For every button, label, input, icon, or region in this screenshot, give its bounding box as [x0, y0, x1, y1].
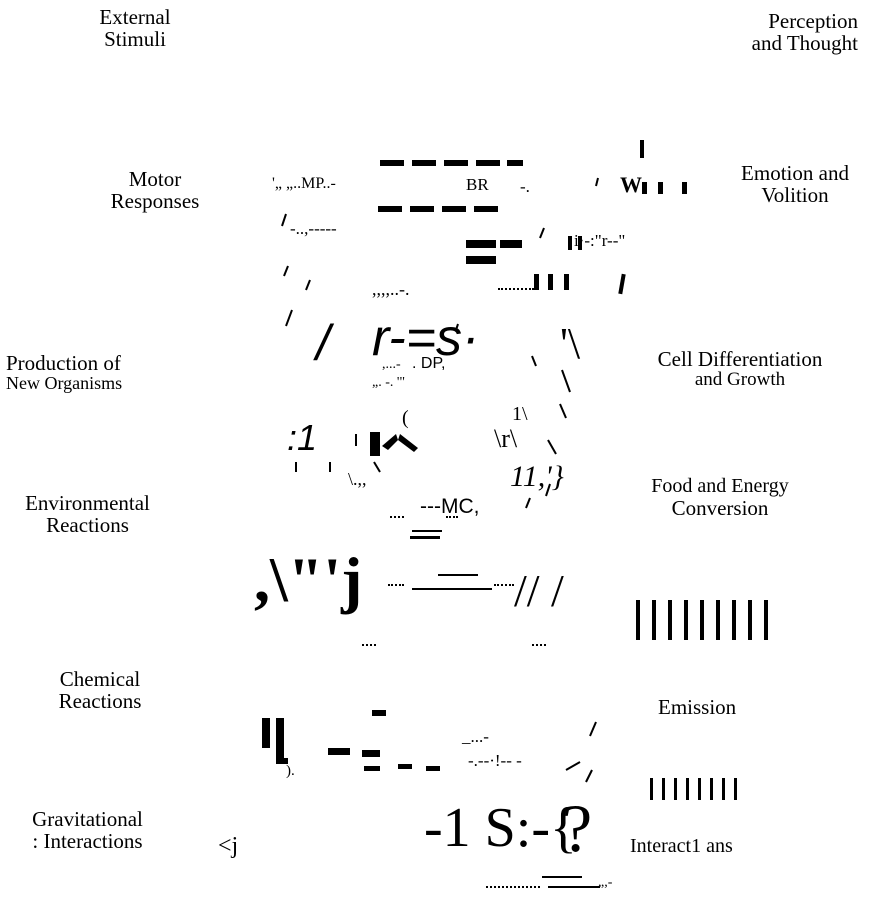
stroke-fragments [282, 178, 598, 782]
heavy-fragments [262, 432, 440, 771]
vertical-bar-row-2 [650, 778, 737, 800]
tick-group-mid [534, 236, 626, 294]
vertical-bar-row-1 [636, 600, 768, 640]
tick-group-top [640, 140, 687, 194]
